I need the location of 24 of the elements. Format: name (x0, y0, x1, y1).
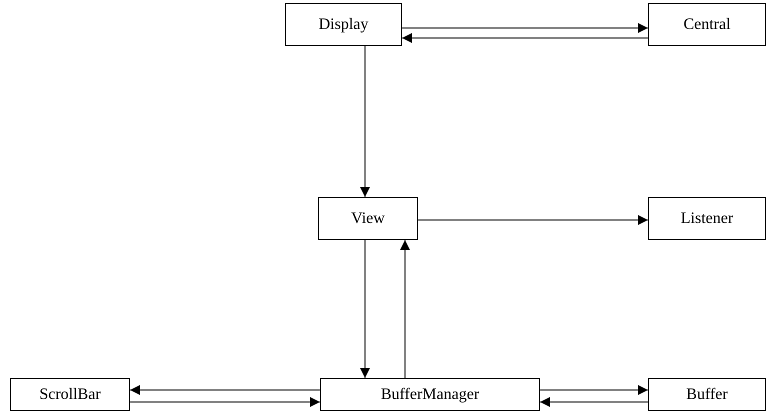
class-box (10, 378, 130, 411)
class-box (648, 378, 766, 411)
class-box (285, 3, 402, 46)
arrow (540, 385, 648, 395)
class-name: BufferManager (380, 386, 480, 404)
arrow (402, 33, 648, 43)
class-name: Display (318, 16, 368, 34)
class-box (318, 197, 418, 240)
class-name: ScrollBar (39, 386, 101, 404)
arrow (418, 215, 648, 225)
class-box (320, 378, 540, 411)
arrow (130, 385, 320, 395)
arrow (402, 23, 648, 33)
arrow (400, 240, 410, 378)
arrow (130, 397, 320, 407)
class-box (648, 3, 766, 46)
arrow (360, 46, 370, 198)
arrow (360, 240, 370, 378)
class-name: View (351, 210, 385, 228)
class-name: Central (683, 16, 731, 34)
arrow (540, 397, 648, 407)
class-box (648, 197, 766, 240)
class-name: Buffer (686, 386, 728, 404)
class-name: Listener (680, 210, 734, 228)
